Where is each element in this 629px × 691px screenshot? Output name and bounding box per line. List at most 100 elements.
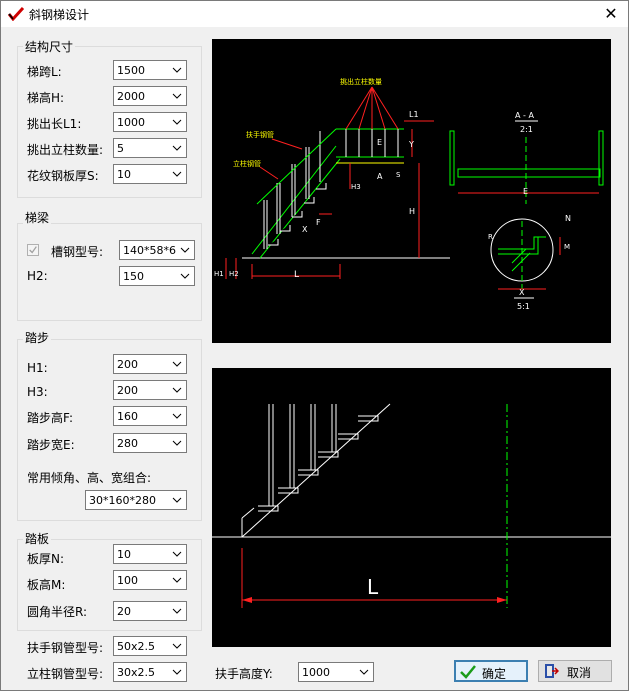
chevron-down-icon xyxy=(172,551,182,557)
handrail-height-combo[interactable]: 1000 xyxy=(298,662,374,682)
label-H1: H1 xyxy=(214,270,224,278)
label-Y: Y xyxy=(408,140,414,149)
close-icon: ✕ xyxy=(604,4,618,23)
step-profile-drawing: L xyxy=(212,403,611,608)
label-column: 立柱钢管 xyxy=(233,159,261,168)
cancel-button[interactable]: 取消 xyxy=(538,660,612,682)
span-L-combo[interactable]: 1500 xyxy=(113,60,187,80)
chevron-down-icon xyxy=(172,643,182,649)
plate-thickness-N-combo[interactable]: 10 xyxy=(113,544,187,564)
chevron-down-icon xyxy=(172,669,182,675)
window-title: 斜钢梯设计 xyxy=(29,8,90,22)
chevron-down-icon xyxy=(172,145,182,151)
chevron-down-icon xyxy=(172,387,182,393)
chevron-down-icon xyxy=(172,497,182,503)
chevron-down-icon xyxy=(172,577,182,583)
height-H-combo[interactable]: 2000 xyxy=(113,86,187,106)
section-scale: 2:1 xyxy=(520,125,533,134)
fillet-radius-R-label: 圆角半径R: xyxy=(27,605,88,619)
plate-group xyxy=(17,539,202,631)
beam-group-title: 梯梁 xyxy=(23,209,52,226)
detail-M: M xyxy=(564,243,570,251)
post-pipe-label: 立柱钢管型号: xyxy=(27,667,104,681)
chevron-down-icon xyxy=(172,440,182,446)
post-pipe-combo[interactable]: 30x2.5 xyxy=(113,662,187,682)
top-drawing-canvas: 挑出立柱数量 扶手钢管 立柱钢管 L L1 Y H H3 S X F E A H… xyxy=(212,39,611,343)
channel-label: 槽钢型号: xyxy=(51,245,104,259)
h2-combo[interactable]: 150 xyxy=(119,266,195,286)
fillet-radius-R-combo[interactable]: 20 xyxy=(113,601,187,621)
check-icon xyxy=(29,246,37,254)
bottom-label-L: L xyxy=(367,575,379,599)
plate-thickness-S-combo[interactable]: 10 xyxy=(113,164,187,184)
detail-X: X xyxy=(519,288,525,297)
plate-thickness-N-label: 板厚N: xyxy=(27,552,65,566)
section-title: A - A xyxy=(515,111,534,120)
chevron-down-icon xyxy=(180,273,190,279)
chevron-down-icon xyxy=(172,93,182,99)
chevron-down-icon xyxy=(172,413,182,419)
label-X: X xyxy=(302,225,308,234)
overhang-L1-label: 挑出长L1: xyxy=(27,117,82,131)
post-count-label: 挑出立柱数量: xyxy=(27,143,104,157)
step-width-E-label: 踏步宽E: xyxy=(27,438,75,452)
height-H-label: 梯高H: xyxy=(27,91,65,105)
beam-group xyxy=(17,223,202,321)
chevron-down-icon xyxy=(172,67,182,73)
label-handrail: 扶手钢管 xyxy=(246,130,274,139)
chevron-down-icon xyxy=(172,171,182,177)
label-A: A xyxy=(377,172,383,181)
channel-combo[interactable]: 140*58*6 xyxy=(119,240,195,260)
common-combo-label: 常用倾角、高、宽组合: xyxy=(27,471,152,485)
overhang-L1-combo[interactable]: 1000 xyxy=(113,112,187,132)
handrail-height-label: 扶手高度Y: xyxy=(215,667,273,681)
plate-group-title: 踏板 xyxy=(23,530,52,547)
plate-height-M-label: 板高M: xyxy=(27,578,66,592)
title-bar: 斜钢梯设计 ✕ xyxy=(1,1,628,27)
label-L1: L1 xyxy=(409,110,419,119)
section-E: E xyxy=(523,187,528,196)
h1-label: H1: xyxy=(27,361,48,375)
label-E: E xyxy=(377,138,382,147)
h3-label: H3: xyxy=(27,385,48,399)
chevron-down-icon xyxy=(172,119,182,125)
step-height-F-label: 踏步高F: xyxy=(27,411,74,425)
label-posts: 挑出立柱数量 xyxy=(340,77,382,86)
label-H: H xyxy=(409,207,415,216)
close-button[interactable]: ✕ xyxy=(594,1,628,27)
label-L: L xyxy=(294,270,299,280)
chevron-down-icon xyxy=(172,361,182,367)
bottom-drawing-canvas: L xyxy=(212,368,611,647)
structure-group-title: 结构尺寸 xyxy=(23,38,76,55)
post-count-combo[interactable]: 5 xyxy=(113,138,187,158)
structure-group xyxy=(17,46,202,198)
detail-R: R xyxy=(488,233,493,241)
ok-check-icon xyxy=(460,665,476,679)
h2-label: H2: xyxy=(27,269,48,283)
chevron-down-icon xyxy=(172,608,182,614)
step-group-title: 踏步 xyxy=(23,329,52,346)
handrail-pipe-label: 扶手钢管型号: xyxy=(27,641,104,655)
common-combo-select[interactable]: 30*160*280 xyxy=(85,490,187,510)
h3-combo[interactable]: 200 xyxy=(113,380,187,400)
detail-N: N xyxy=(565,214,571,223)
h1-combo[interactable]: 200 xyxy=(113,354,187,374)
detail-scale: 5:1 xyxy=(517,302,530,311)
chevron-down-icon xyxy=(359,669,369,675)
step-height-F-combo[interactable]: 160 xyxy=(113,406,187,426)
plate-height-M-combo[interactable]: 100 xyxy=(113,570,187,590)
step-group xyxy=(17,339,202,521)
exit-door-icon xyxy=(545,664,559,678)
step-width-E-combo[interactable]: 280 xyxy=(113,433,187,453)
label-H2: H2 xyxy=(229,270,239,278)
ok-button[interactable]: 确定 xyxy=(454,660,528,682)
stair-elevation-drawing: 挑出立柱数量 扶手钢管 立柱钢管 L L1 Y H H3 S X F E A H… xyxy=(214,77,604,311)
label-F: F xyxy=(316,218,321,227)
chevron-down-icon xyxy=(180,247,190,253)
channel-checkbox[interactable] xyxy=(27,244,39,256)
handrail-pipe-combo[interactable]: 50x2.5 xyxy=(113,636,187,656)
span-L-label: 梯跨L: xyxy=(27,65,62,79)
label-H3: H3 xyxy=(351,183,361,191)
label-S: S xyxy=(396,171,401,179)
